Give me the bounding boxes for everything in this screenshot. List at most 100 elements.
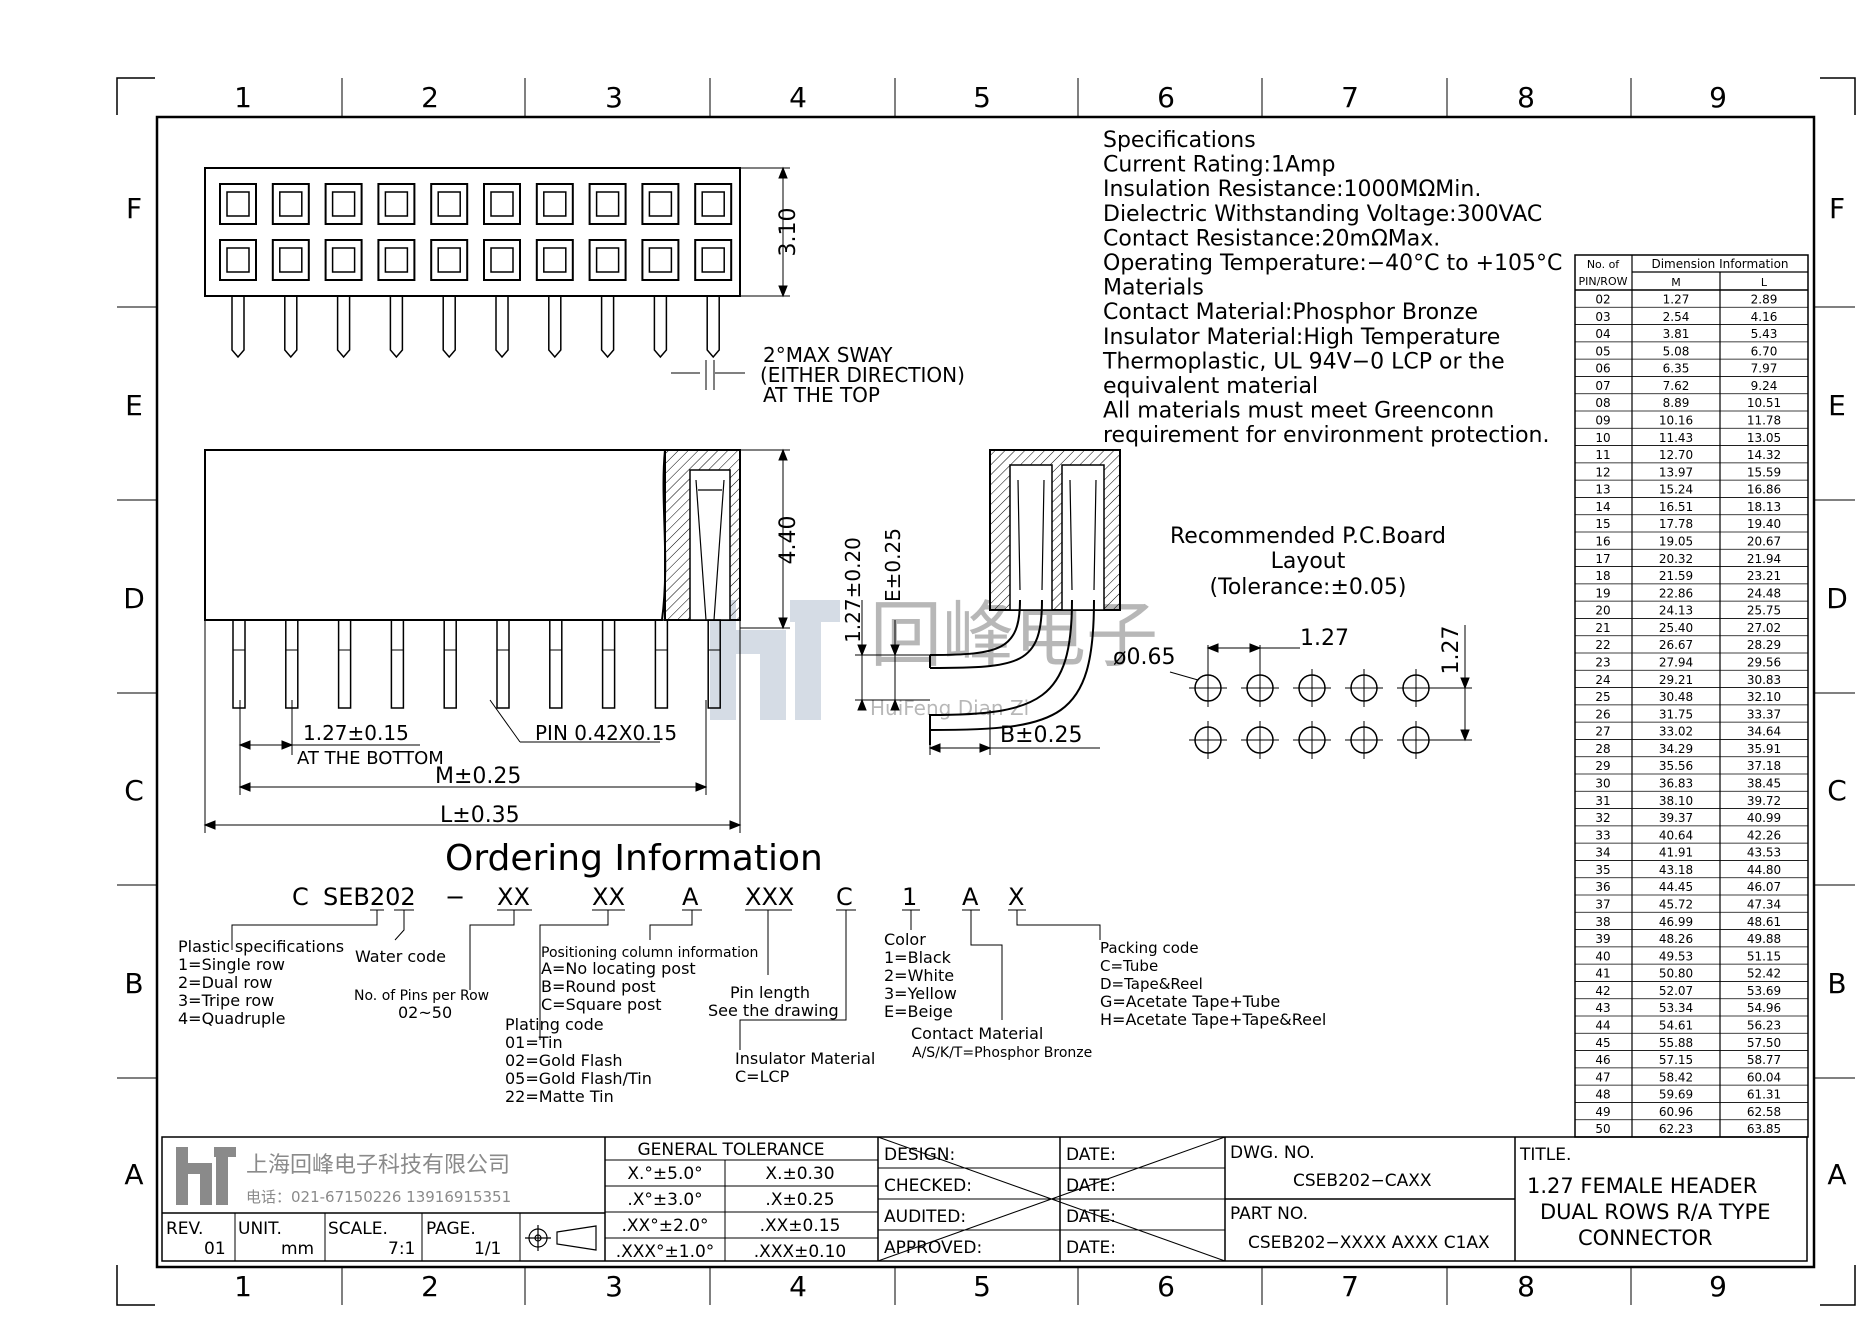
table-cell: 43.18 — [1659, 863, 1693, 877]
table-cell: 26 — [1595, 707, 1610, 721]
title-label: TITLE. — [1519, 1145, 1571, 1165]
table-cell: 48 — [1595, 1088, 1610, 1102]
plating-opt: 22=Matte Tin — [505, 1087, 614, 1106]
plastic-opt: 1=Single row — [178, 955, 285, 974]
date-label: DATE: — [1066, 1207, 1116, 1227]
table-cell: 12.70 — [1659, 448, 1693, 462]
drawing-title-2: DUAL ROWS R/A TYPE — [1540, 1200, 1770, 1224]
table-cell: 42.26 — [1747, 828, 1781, 842]
table-cell: 60.96 — [1659, 1105, 1693, 1119]
table-cell: 6.70 — [1751, 344, 1778, 358]
dwg-label: DWG. NO. — [1230, 1143, 1315, 1163]
pin-length-1: Pin length — [730, 983, 810, 1002]
top-pin — [231, 296, 245, 359]
pins-range: 02~50 — [398, 1003, 452, 1022]
table-cell: 8.89 — [1663, 396, 1690, 410]
table-cell: 24 — [1595, 673, 1610, 687]
table-cell: 30 — [1595, 776, 1610, 790]
table-cell: 32 — [1595, 811, 1610, 825]
table-cell: 53.34 — [1659, 1001, 1693, 1015]
top-pin — [548, 296, 562, 359]
table-cell: 11.43 — [1659, 431, 1693, 445]
col-label: 2 — [421, 1270, 439, 1303]
contact-cavity-inner — [701, 247, 725, 273]
table-cell: 02 — [1595, 292, 1610, 306]
table-cell: 34.64 — [1747, 725, 1781, 739]
table-cell: 54.96 — [1747, 1001, 1781, 1015]
row-label: B — [124, 967, 143, 1000]
table-cell: 39.72 — [1747, 794, 1781, 808]
part-label: PART NO. — [1230, 1204, 1308, 1224]
table-cell: 62.58 — [1747, 1105, 1781, 1119]
table-cell: 39.37 — [1659, 811, 1693, 825]
top-pin — [284, 296, 298, 359]
color-opt: 3=Yellow — [884, 984, 957, 1003]
table-cell: 60.04 — [1747, 1070, 1781, 1084]
table-header-pin2: PIN/ROW — [1579, 275, 1628, 288]
code-part: − — [445, 883, 465, 911]
front-pin — [654, 619, 669, 709]
dwg-no: CSEB202−CAXX — [1293, 1171, 1432, 1191]
sign-label: DESIGN: — [884, 1145, 955, 1165]
sway-note-3: AT THE TOP — [763, 383, 880, 407]
contact-cavity — [694, 239, 733, 281]
tolerance-linear: .XXX±0.10 — [754, 1242, 846, 1262]
table-cell: 55.88 — [1659, 1036, 1693, 1050]
table-cell: 28 — [1595, 742, 1610, 756]
col-label: 4 — [789, 1270, 807, 1303]
table-cell: 15.59 — [1747, 465, 1781, 479]
pitch-dim: 1.27±0.15 — [303, 721, 409, 745]
table-header-pin: No. of — [1587, 258, 1620, 271]
table-cell: 2.89 — [1751, 292, 1778, 306]
table-cell: 45.72 — [1659, 897, 1693, 911]
table-cell: 29.21 — [1659, 673, 1693, 687]
table-cell: 20 — [1595, 604, 1610, 618]
pcb-holes — [1189, 669, 1435, 759]
table-cell: 27.94 — [1659, 655, 1693, 669]
table-cell: 63.85 — [1747, 1122, 1781, 1136]
table-cell: 14.32 — [1747, 448, 1781, 462]
ordering-title: Ordering Information — [445, 838, 823, 879]
contact-cavity-inner — [226, 191, 250, 217]
table-cell: 49.53 — [1659, 949, 1693, 963]
plastic-opt: 4=Quadruple — [178, 1009, 285, 1028]
rev-value: 01 — [204, 1239, 226, 1259]
packing-opt: C=Tube — [1100, 957, 1158, 975]
side-b-dim: B±0.25 — [1000, 723, 1083, 748]
unit-value: mm — [281, 1239, 314, 1259]
packing-opt: H=Acetate Tape+Tape&Reel — [1100, 1010, 1326, 1029]
pcb-title-2: Layout — [1271, 549, 1346, 574]
drawing-title-3: CONNECTOR — [1578, 1226, 1713, 1250]
contact-cavity-inner — [543, 247, 567, 273]
table-cell: 22.86 — [1659, 586, 1693, 600]
table-cell: 14 — [1595, 500, 1610, 514]
top-pin — [442, 296, 456, 359]
tolerance-angle: X.°±5.0° — [627, 1164, 702, 1184]
col-label: 8 — [1517, 81, 1535, 114]
contact-cavity — [483, 183, 521, 225]
table-cell: 07 — [1595, 379, 1610, 393]
contact-cavity — [377, 239, 416, 281]
contact-cavity-inner — [595, 191, 620, 217]
table-cell: 7.62 — [1663, 379, 1690, 393]
col-label: 3 — [605, 1270, 623, 1303]
pcb-pitch-x: 1.27 — [1300, 626, 1349, 651]
contact-cavity-inner — [701, 191, 725, 217]
table-cell: 15.24 — [1659, 483, 1693, 497]
contact-cavity — [641, 239, 680, 281]
contact-cavity-inner — [437, 247, 461, 273]
table-cell: 40.99 — [1747, 811, 1781, 825]
table-cell: 38.10 — [1659, 794, 1693, 808]
table-cell: 53.69 — [1747, 984, 1781, 998]
contact-cavity-inner — [226, 247, 250, 273]
table-cell: 52.07 — [1659, 984, 1693, 998]
code-part: 1 — [902, 883, 917, 911]
code-part: A — [962, 883, 979, 911]
col-label: 8 — [1517, 1270, 1535, 1303]
spec-line: requirement for environment protection. — [1103, 423, 1549, 448]
table-cell: 59.69 — [1659, 1088, 1693, 1102]
spec-line: Current Rating:1Amp — [1103, 153, 1335, 178]
table-cell: 25 — [1595, 690, 1610, 704]
table-cell: 19.05 — [1659, 534, 1693, 548]
